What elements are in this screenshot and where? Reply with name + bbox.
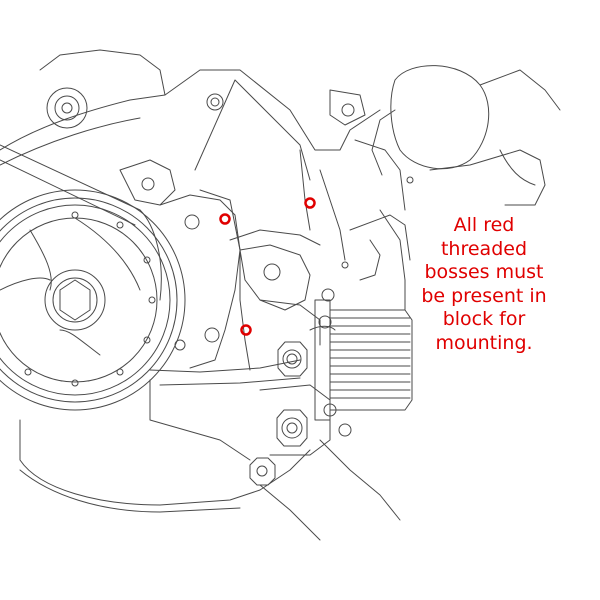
mounting-note: All red threaded bosses must be present …	[404, 214, 564, 355]
oil-pan	[19, 379, 401, 541]
block-right-side	[341, 176, 414, 311]
lower-fasteners	[249, 341, 331, 486]
crank-pulley	[0, 189, 186, 411]
drive-belt	[0, 144, 162, 301]
oil-cooler	[309, 288, 413, 437]
note-line: All red	[453, 214, 515, 236]
threaded-boss-marker	[219, 213, 231, 225]
timing-cover	[159, 194, 321, 369]
note-line: threaded	[440, 237, 528, 260]
threaded-boss-marker	[304, 197, 316, 209]
note-line: be present in	[421, 284, 547, 307]
note-line: bosses must	[424, 261, 544, 283]
note-line: mounting.	[435, 331, 533, 354]
exhaust-housing	[371, 65, 561, 206]
engine-block-outline	[0, 49, 406, 386]
threaded-bosses	[219, 197, 316, 336]
note-line: block for	[442, 308, 526, 330]
threaded-boss-marker	[240, 324, 252, 336]
